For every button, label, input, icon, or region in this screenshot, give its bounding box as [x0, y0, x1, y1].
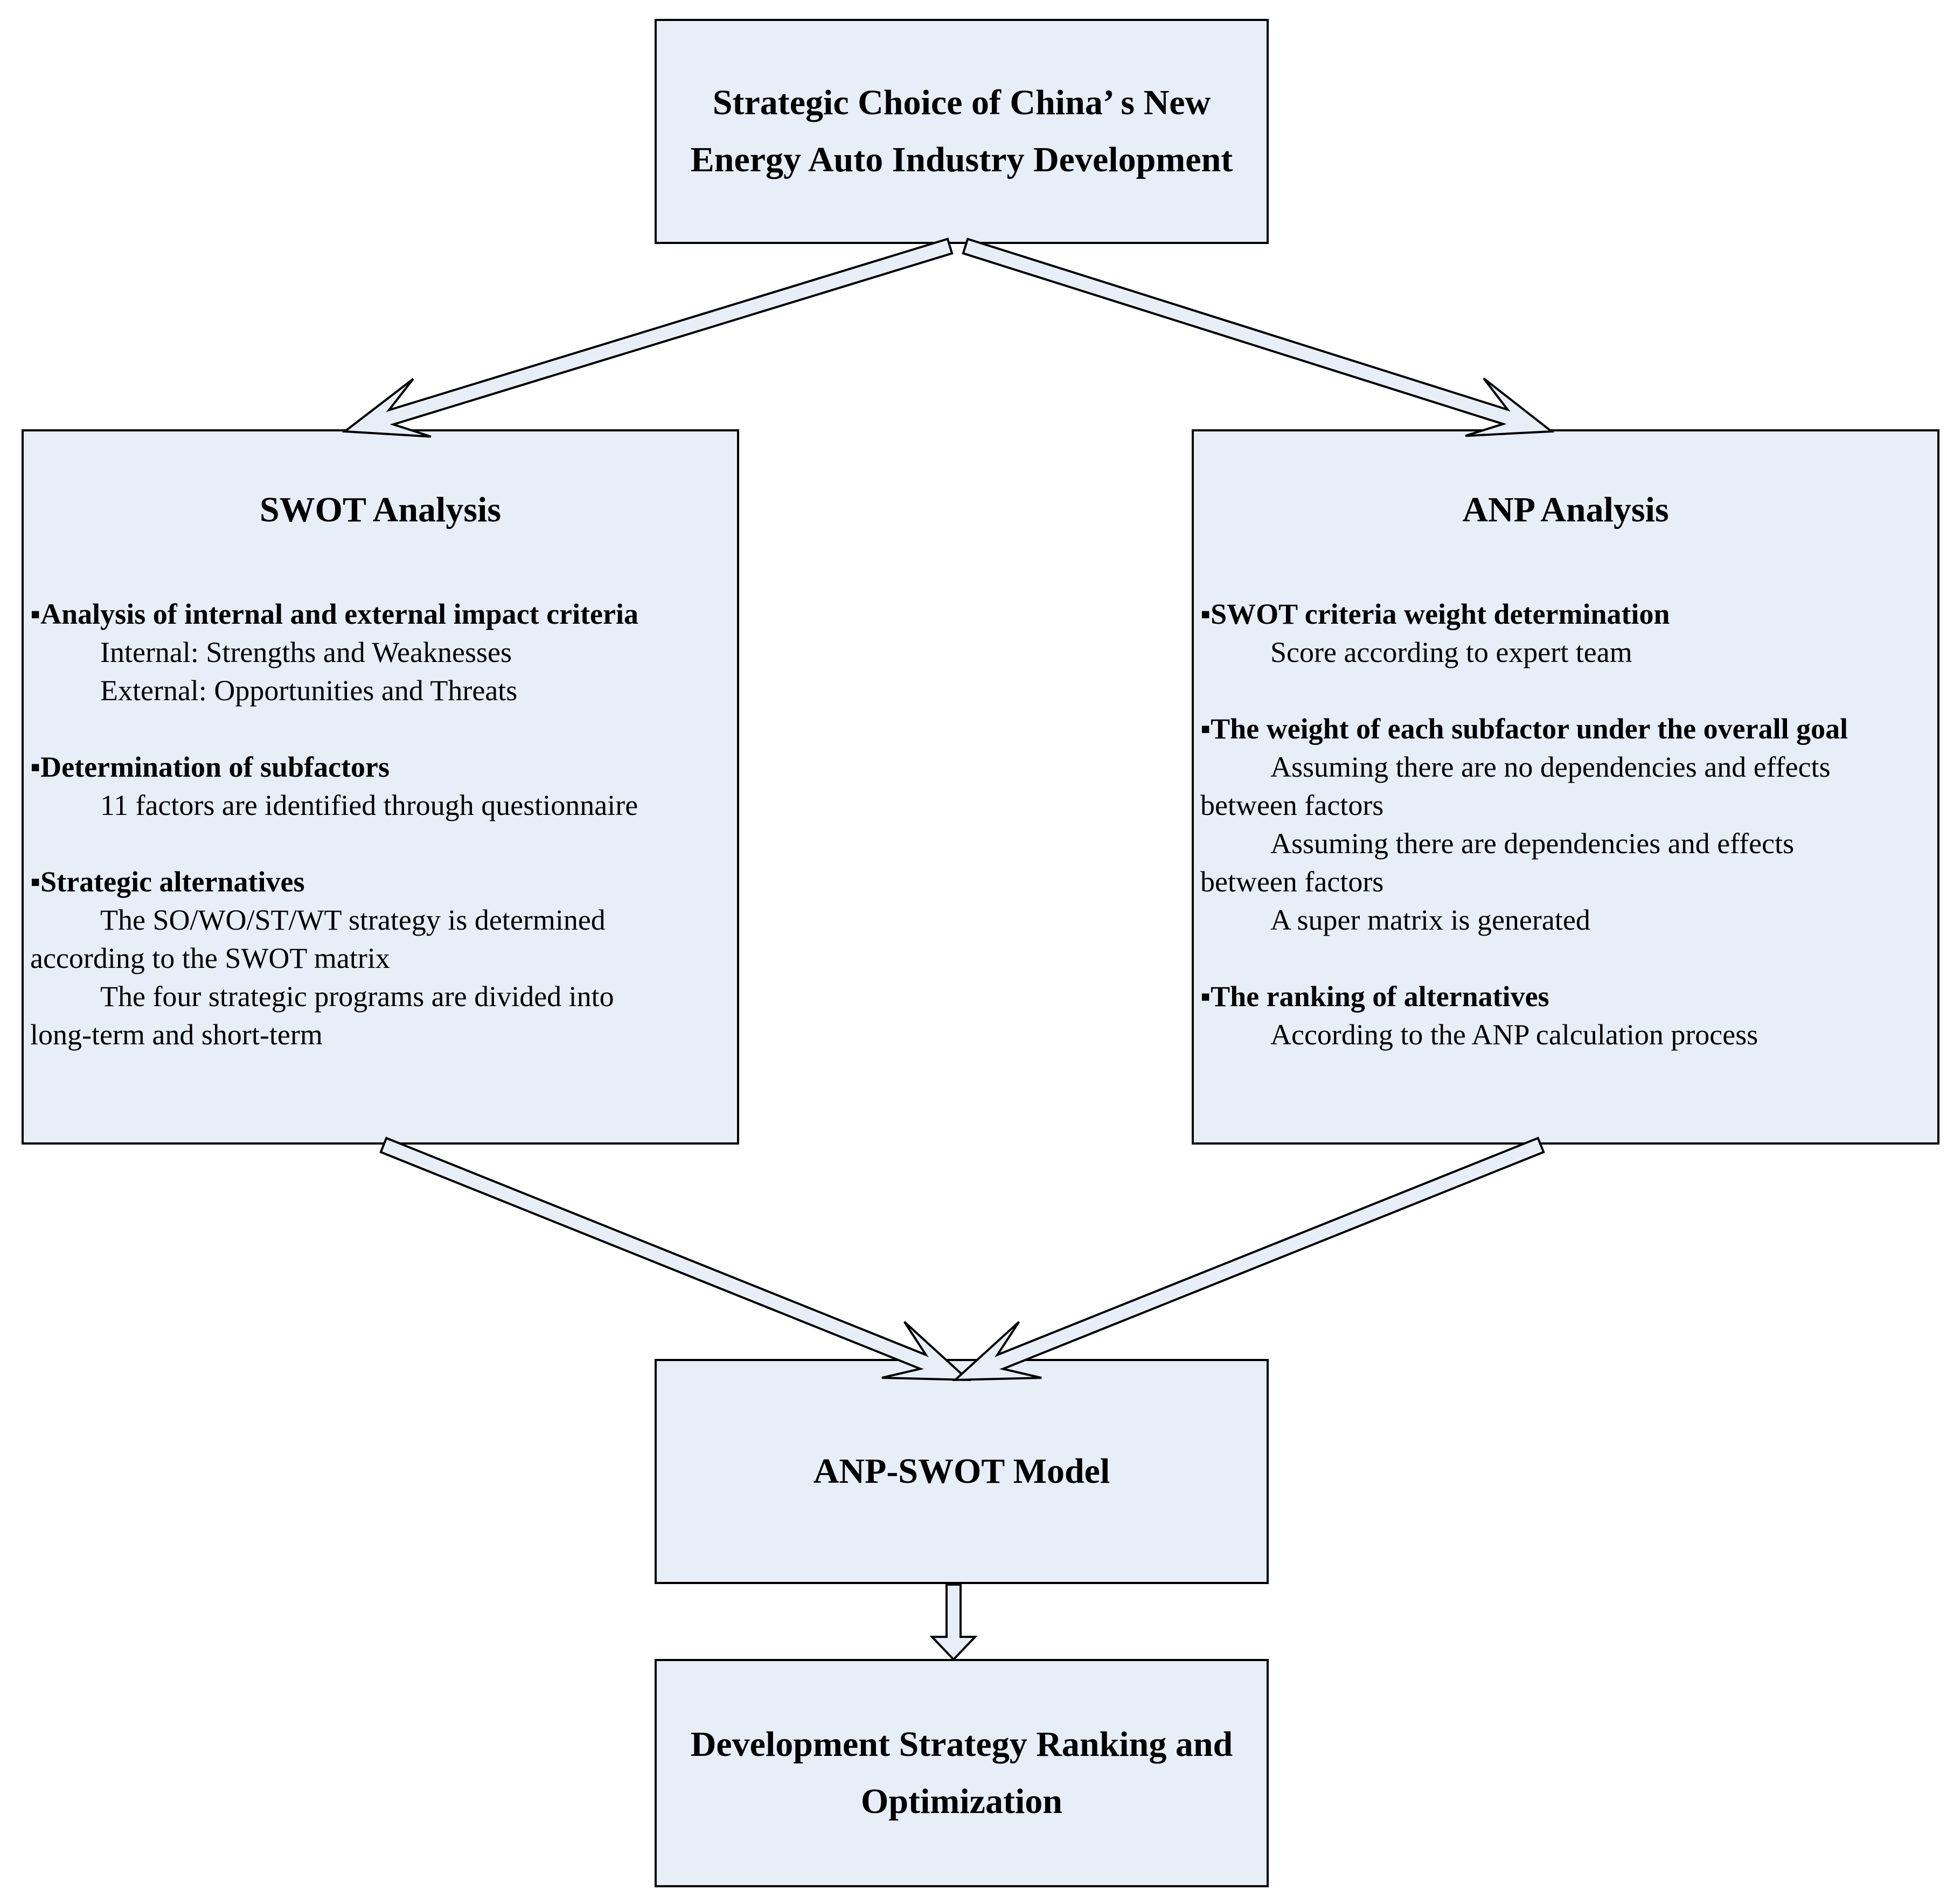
anp-line-no-dependencies-2: between factors [1200, 789, 1384, 821]
anp-line-no-dependencies-1: Assuming there are no dependencies and e… [1270, 751, 1831, 783]
goal-box-line-2: Energy Auto Industry Development [690, 140, 1233, 179]
anp-swot-model-label: ANP-SWOT Model [813, 1452, 1110, 1491]
anp-heading-weight-determination: ▪SWOT criteria weight determination [1200, 598, 1670, 630]
swot-heading-impact-criteria: ▪Analysis of internal and external impac… [30, 598, 638, 630]
anp-line-super-matrix: A super matrix is generated [1270, 904, 1590, 936]
swot-box-title: SWOT Analysis [259, 490, 502, 529]
anp-section-subfactor-weight: ▪The weight of each subfactor under the … [1200, 710, 1931, 939]
swot-line-programs-1: The four strategic programs are divided … [100, 980, 614, 1013]
swot-line-strategy-2: according to the SWOT matrix [30, 942, 390, 974]
anp-line-dependencies-1: Assuming there are dependencies and effe… [1270, 827, 1795, 860]
arrow-anp-to-model-icon [952, 1136, 1545, 1382]
anp-box-body: ▪SWOT criteria weight determination Scor… [1194, 595, 1937, 1054]
result-box-line-2: Optimization [861, 1782, 1062, 1821]
anp-line-dependencies-2: between factors [1200, 866, 1384, 898]
swot-section-subfactors: ▪Determination of subfactors 11 factors … [30, 748, 731, 825]
anp-section-weight-determination: ▪SWOT criteria weight determination Scor… [1200, 595, 1931, 672]
anp-swot-model-content: ANP-SWOT Model [657, 1361, 1267, 1582]
swot-heading-alternatives: ▪Strategic alternatives [30, 866, 305, 898]
swot-box-body: ▪Analysis of internal and external impac… [24, 595, 737, 1054]
goal-box: Strategic Choice of China’ s New Energy … [655, 19, 1269, 244]
swot-line-strategy-1: The SO/WO/ST/WT strategy is determined [100, 904, 606, 936]
anp-box-title: ANP Analysis [1462, 490, 1669, 529]
result-box-line-1: Development Strategy Ranking and [690, 1725, 1233, 1764]
anp-line-calculation: According to the ANP calculation process [1270, 1019, 1758, 1051]
anp-line-score: Score according to expert team [1270, 636, 1632, 668]
anp-heading-subfactor-weight: ▪The weight of each subfactor under the … [1200, 713, 1848, 745]
arrow-model-to-result-icon [929, 1584, 978, 1661]
arrow-top-to-anp-icon [962, 238, 1555, 437]
anp-heading-ranking: ▪The ranking of alternatives [1200, 980, 1549, 1013]
swot-analysis-box: SWOT Analysis ▪Analysis of internal and … [22, 429, 739, 1145]
swot-line-programs-2: long-term and short-term [30, 1019, 323, 1051]
result-box-content: Development Strategy Ranking and Optimiz… [657, 1661, 1267, 1885]
swot-line-internal: Internal: Strengths and Weaknesses [100, 636, 512, 668]
result-box: Development Strategy Ranking and Optimiz… [655, 1659, 1269, 1887]
anp-section-ranking: ▪The ranking of alternatives According t… [1200, 978, 1931, 1054]
swot-line-external: External: Opportunities and Threats [100, 674, 518, 707]
goal-box-content: Strategic Choice of China’ s New Energy … [657, 21, 1267, 242]
goal-box-line-1: Strategic Choice of China’ s New [712, 83, 1211, 122]
swot-heading-subfactors: ▪Determination of subfactors [30, 751, 390, 783]
arrow-swot-to-model-icon [379, 1136, 971, 1382]
anp-analysis-box: ANP Analysis ▪SWOT criteria weight deter… [1192, 429, 1939, 1145]
swot-line-11-factors: 11 factors are identified through questi… [100, 789, 638, 821]
anp-swot-model-box: ANP-SWOT Model [655, 1359, 1269, 1584]
swot-section-impact-criteria: ▪Analysis of internal and external impac… [30, 595, 731, 710]
swot-section-alternatives: ▪Strategic alternatives The SO/WO/ST/WT … [30, 863, 731, 1054]
arrow-top-to-swot-icon [342, 238, 954, 438]
